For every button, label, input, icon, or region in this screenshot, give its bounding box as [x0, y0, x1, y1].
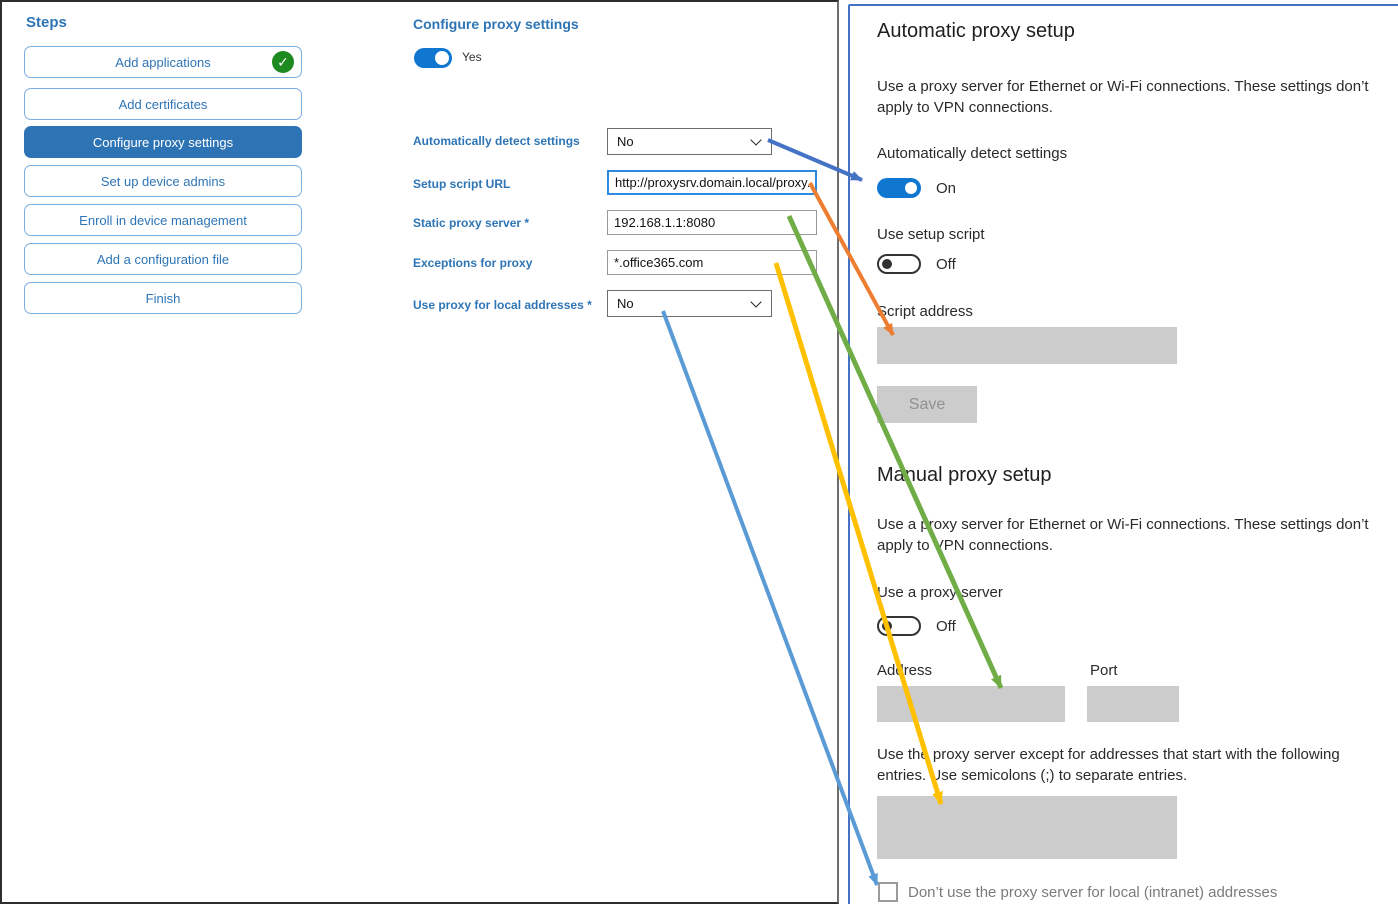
use-setup-script-label: Use setup script — [877, 226, 985, 243]
chevron-down-icon — [750, 134, 762, 146]
exceptions-for-proxy-input[interactable] — [607, 250, 817, 275]
selected-value: No — [617, 296, 634, 311]
automatically-detect-settings-select[interactable]: No — [607, 128, 772, 155]
chevron-down-icon — [750, 296, 762, 308]
automatic-proxy-setup-heading: Automatic proxy setup — [877, 20, 1075, 42]
script-address-label: Script address — [877, 303, 973, 320]
steps-heading: Steps — [26, 14, 67, 31]
step-set-up-device-admins[interactable]: Set up device admins — [24, 165, 302, 197]
manual-proxy-setup-heading: Manual proxy setup — [877, 464, 1052, 486]
step-configure-proxy-settings[interactable]: Configure proxy settings — [24, 126, 302, 158]
detect-settings-toggle[interactable] — [877, 178, 921, 198]
step-add-configuration-file[interactable]: Add a configuration file — [24, 243, 302, 275]
detect-settings-label: Automatically detect settings — [877, 145, 1068, 162]
use-setup-script-toggle-state: Off — [936, 256, 956, 273]
toggle-knob — [435, 51, 449, 65]
label-automatically-detect-settings: Automatically detect settings — [413, 134, 580, 148]
step-add-certificates[interactable]: Add certificates — [24, 88, 302, 120]
label-static-proxy-server: Static proxy server * — [413, 216, 530, 230]
static-proxy-server-input[interactable] — [607, 210, 817, 235]
proxy-address-input — [877, 686, 1065, 722]
use-proxy-server-label: Use a proxy server — [877, 584, 1003, 601]
windows-settings-proxy-pane: Automatic proxy setup Use a proxy server… — [848, 4, 1398, 904]
proxy-port-input — [1087, 686, 1179, 722]
use-proxy-server-toggle[interactable] — [877, 616, 921, 636]
step-label: Configure proxy settings — [92, 134, 234, 150]
toggle-knob — [882, 259, 892, 269]
label-use-proxy-local-addresses: Use proxy for local addresses * — [413, 298, 592, 312]
selected-value: No — [617, 134, 634, 149]
automatic-proxy-description: Use a proxy server for Ethernet or Wi-Fi… — [877, 78, 1369, 116]
use-proxy-server-toggle-state: Off — [936, 618, 956, 635]
enable-proxy-toggle[interactable] — [414, 48, 452, 68]
detect-settings-toggle-state: On — [936, 180, 957, 197]
local-intranet-checkbox-label: Don’t use the proxy server for local (in… — [908, 884, 1278, 901]
completed-check-icon: ✓ — [272, 51, 294, 73]
step-label: Set up device admins — [100, 173, 226, 189]
step-label: Add certificates — [118, 96, 208, 112]
step-add-applications[interactable]: Add applications ✓ — [24, 46, 302, 78]
local-intranet-checkbox — [878, 882, 898, 902]
use-proxy-local-addresses-select[interactable]: No — [607, 290, 772, 317]
label-exceptions-for-proxy: Exceptions for proxy — [413, 256, 533, 270]
step-finish[interactable]: Finish — [24, 282, 302, 314]
setup-script-url-input[interactable] — [607, 170, 817, 195]
label-setup-script-url: Setup script URL — [413, 177, 511, 191]
page-title: Configure proxy settings — [413, 16, 579, 32]
toggle-knob — [882, 621, 892, 631]
enable-proxy-toggle-state: Yes — [462, 50, 482, 64]
proxy-exceptions-textarea — [877, 796, 1177, 859]
use-setup-script-toggle[interactable] — [877, 254, 921, 274]
address-label: Address — [877, 662, 933, 679]
step-label: Add a configuration file — [96, 251, 230, 267]
configuration-designer-pane: Steps Add applications ✓ Add certificate… — [0, 0, 839, 904]
step-label: Enroll in device management — [79, 212, 247, 228]
step-label: Add applications — [115, 54, 211, 70]
manual-proxy-description: Use a proxy server for Ethernet or Wi-Fi… — [877, 516, 1369, 554]
proxy-exceptions-help: Use the proxy server except for addresse… — [877, 746, 1340, 784]
toggle-knob — [905, 182, 917, 194]
step-label: Finish — [145, 290, 181, 306]
step-enroll-device-management[interactable]: Enroll in device management — [24, 204, 302, 236]
script-address-input — [877, 327, 1177, 364]
save-button: Save — [877, 386, 977, 423]
port-label: Port — [1090, 662, 1118, 679]
